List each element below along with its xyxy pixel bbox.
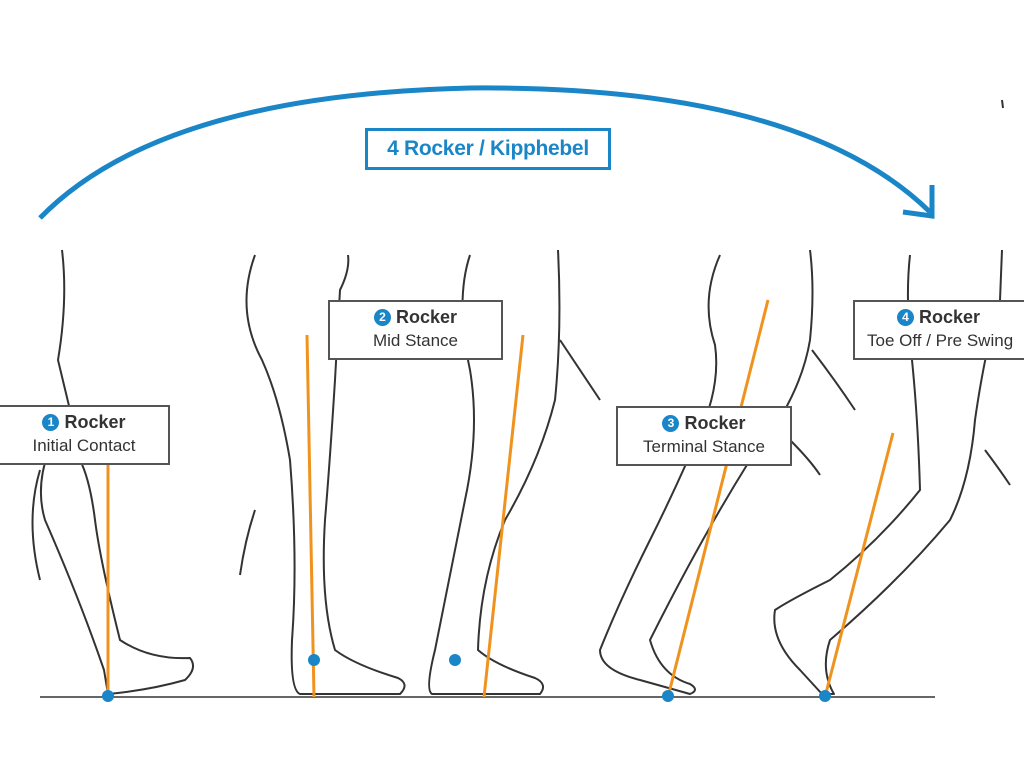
- pivot-point-1: [102, 690, 114, 702]
- rocker-title: Rocker: [64, 412, 126, 432]
- rocker-phase: Mid Stance: [372, 331, 459, 350]
- rocker-label-4: 4 Rocker Toe Off / Pre Swing: [853, 300, 1024, 360]
- number-badge: 3: [662, 415, 680, 432]
- number-badge: 2: [373, 309, 391, 326]
- rocker-phase: Toe Off / Pre Swing: [867, 331, 1014, 350]
- number-badge: 4: [897, 309, 914, 326]
- rocker-phase: Terminal Stance: [643, 437, 765, 456]
- rocker-axis-2b: [482, 334, 525, 698]
- rocker-title: Rocker: [395, 307, 458, 327]
- rocker-axis-2a: [305, 334, 316, 698]
- rocker-title: Rocker: [684, 413, 746, 433]
- pivot-point-2b: [449, 654, 461, 666]
- progression-arc: [38, 85, 932, 220]
- pivot-point-3: [662, 690, 674, 702]
- leg-outline-3: [599, 249, 814, 695]
- leg-outline-1: [39, 249, 195, 695]
- number-badge: 1: [42, 414, 60, 431]
- pivot-point-4: [819, 690, 831, 702]
- leg-outline-4: [773, 249, 1003, 695]
- rocker-axes: [106, 299, 895, 698]
- diagram-title: 4 Rocker / Kipphebel: [365, 128, 611, 170]
- arrowhead-icon: [902, 185, 935, 219]
- leg-outline-2a: [245, 254, 406, 695]
- rocker-title: Rocker: [919, 307, 981, 327]
- leg-outline-2b: [428, 249, 561, 695]
- rocker-axis-4: [823, 432, 895, 698]
- pivot-point-2a: [308, 654, 320, 666]
- rocker-axis-3: [666, 299, 770, 698]
- rocker-phase: Initial Contact: [32, 436, 136, 455]
